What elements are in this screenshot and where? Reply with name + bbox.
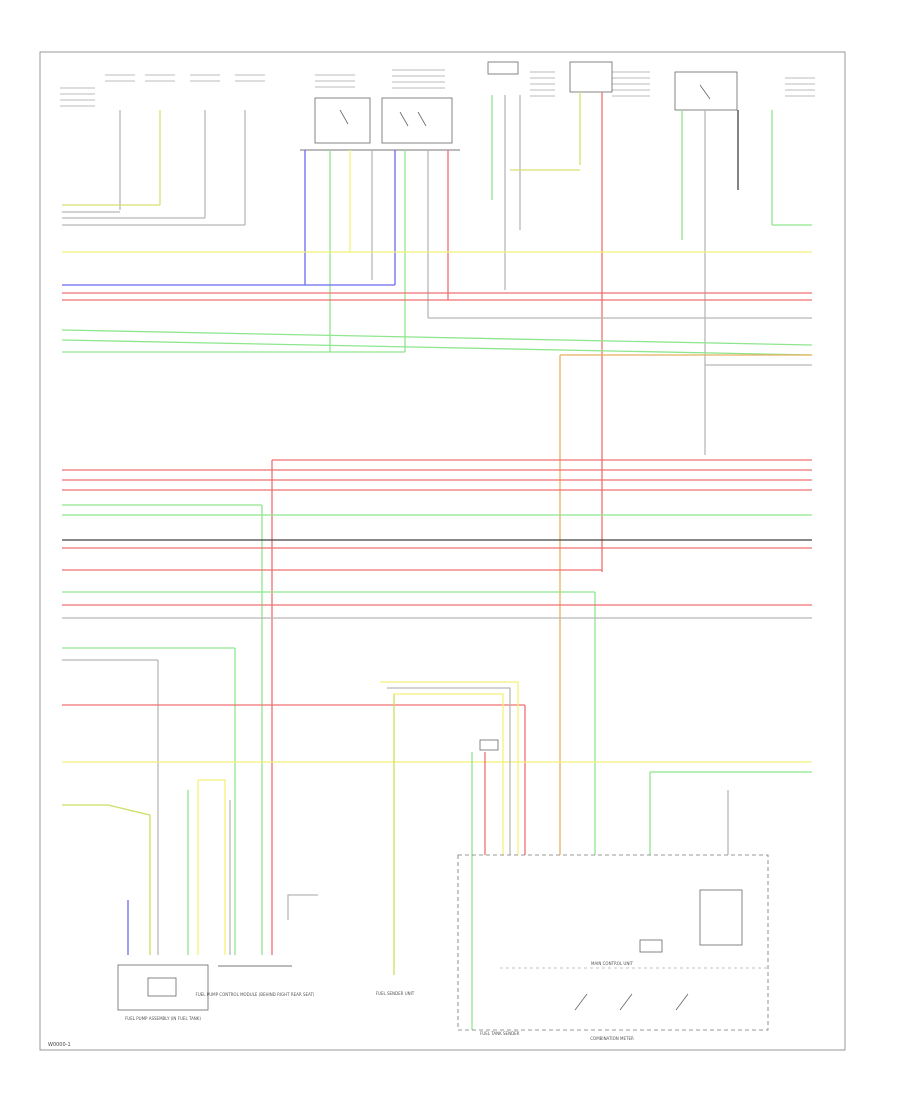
upper-vertical-wires	[119, 92, 812, 572]
bottom-modules	[117, 739, 769, 1031]
horizontal-bus	[61, 204, 813, 955]
main-control-unit-label: MAIN CONTROL UNIT	[591, 961, 634, 966]
lower-vertical-wires	[127, 681, 729, 1030]
fuel-pump-assembly-box	[117, 964, 209, 1011]
footer-code: W0000-1	[48, 1042, 71, 1048]
fuel-tank-sender-label: FUEL TANK SENDER	[480, 1031, 520, 1036]
combination-meter-box	[457, 854, 769, 1031]
combination-meter-label: COMBINATION METER	[590, 1036, 634, 1041]
fuel-sender-unit-label: FUEL SENDER UNIT	[376, 991, 415, 996]
diagram-frame	[39, 51, 846, 1051]
top-components	[60, 61, 815, 151]
fuel-pump-assembly-label: FUEL PUMP ASSEMBLY (IN FUEL TANK)	[125, 1016, 201, 1021]
fuel-pump-control-module-label: FUEL PUMP CONTROL MODULE (BEHIND RIGHT R…	[196, 992, 315, 997]
